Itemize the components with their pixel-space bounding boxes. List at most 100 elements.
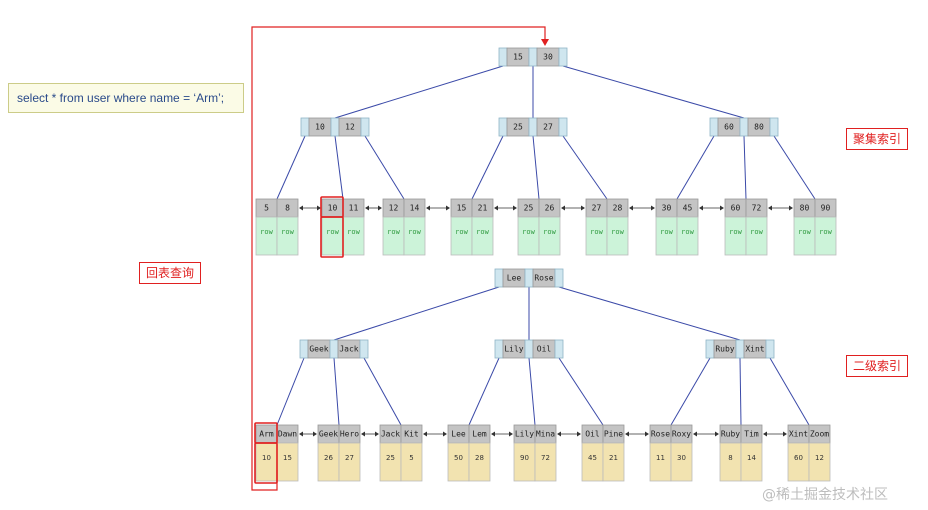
tree-edge [562, 65, 745, 119]
leaf-link-arrow-right [313, 431, 317, 437]
leaf-link-arrow-left [693, 431, 697, 437]
leaf-link-arrow-right [715, 431, 719, 437]
leaf-key: Hero [340, 430, 359, 439]
pointer-cell [558, 47, 568, 67]
leaf-key: 80 [800, 204, 810, 213]
leaf-link-arrow-left [299, 431, 303, 437]
tree-edge [468, 357, 500, 426]
row-label-cell [745, 216, 768, 256]
leaf-link-arrow-left [699, 205, 703, 211]
row-label: row [387, 228, 400, 236]
sql-query-text: select * from user where name = ‘Arm’; [17, 91, 225, 105]
leaf-key: 27 [592, 204, 602, 213]
back-to-table-label: 回表查询 [139, 262, 202, 284]
tree-edge [670, 357, 711, 426]
leaf-key: Dawn [278, 430, 297, 439]
primary-key-value: 30 [677, 454, 686, 462]
leaf-key: Lem [472, 430, 487, 439]
tree-edge [364, 135, 405, 200]
leaf-key: 26 [545, 204, 555, 213]
tree-edge [743, 135, 747, 200]
pointer-cell [524, 268, 534, 288]
node-key: 15 [513, 53, 523, 62]
leaf-key: Ruby [721, 430, 740, 439]
row-label: row [611, 228, 624, 236]
pointer-cell [735, 339, 745, 359]
tree-edge [363, 357, 402, 426]
primary-key-value-cell [534, 442, 557, 482]
pointer-cell [300, 117, 310, 137]
leaf-link-arrow-left [494, 205, 498, 211]
leaf-link-arrow-left [629, 205, 633, 211]
tree-edge [558, 357, 604, 426]
primary-key-value-cell [581, 442, 604, 482]
leaf-key: Lee [451, 430, 466, 439]
primary-key-value: 28 [475, 454, 484, 462]
row-label-cell [403, 216, 426, 256]
row-label-cell [724, 216, 747, 256]
leaf-key: Kit [404, 430, 419, 439]
row-label: row [543, 228, 556, 236]
node-key: Xint [745, 345, 764, 354]
pointer-cell [528, 117, 538, 137]
leaf-link-arrow-left [763, 431, 767, 437]
leaf-key: 10 [328, 204, 338, 213]
primary-key-value: 60 [794, 454, 803, 462]
tree-edge [333, 286, 500, 341]
matched-id-highlight [254, 442, 278, 484]
primary-key-value-cell [468, 442, 491, 482]
pointer-cell [554, 268, 564, 288]
node-key: Jack [339, 345, 358, 354]
node-key: 60 [724, 123, 734, 132]
leaf-link-arrow-right [720, 205, 724, 211]
leaf-key: Roxy [672, 430, 691, 439]
leaf-link-arrow-left [365, 205, 369, 211]
pointer-cell [498, 117, 508, 137]
primary-key-value-cell [255, 442, 278, 482]
leaf-link-arrow-left [361, 431, 365, 437]
pointer-cell [330, 117, 340, 137]
leaf-key: Jack [381, 430, 400, 439]
pointer-cell [558, 117, 568, 137]
primary-key-value-cell [787, 442, 810, 482]
row-label: row [476, 228, 489, 236]
leaf-key: Tim [744, 430, 759, 439]
tree-edge [558, 286, 741, 341]
leaf-key: 12 [389, 204, 399, 213]
leaf-link-arrow-right [513, 205, 517, 211]
node-key: 25 [513, 123, 523, 132]
leaf-key: 14 [410, 204, 420, 213]
leaf-key: 90 [821, 204, 831, 213]
tree-edge [769, 357, 810, 426]
leaf-key: 5 [264, 204, 269, 213]
tree-edge [562, 135, 608, 200]
primary-key-value: 8 [728, 454, 732, 462]
pointer-cell [329, 339, 339, 359]
leaf-link-arrow-left [768, 205, 772, 211]
leaf-link-arrow-right [651, 205, 655, 211]
row-label: row [260, 228, 273, 236]
leaf-links [299, 205, 793, 437]
pointer-cell [494, 339, 504, 359]
tree-edge [739, 357, 742, 426]
row-label: row [455, 228, 468, 236]
tree-edges [276, 65, 816, 426]
pointer-cell [360, 117, 370, 137]
row-label-cell [382, 216, 405, 256]
pointer-cell [765, 339, 775, 359]
tree-edge [334, 135, 344, 200]
primary-key-value-cell [670, 442, 693, 482]
row-label-cell [342, 216, 365, 256]
row-label-cell [655, 216, 678, 256]
pointer-cell [498, 47, 508, 67]
pointer-cell [494, 268, 504, 288]
primary-key-value-cell [649, 442, 672, 482]
